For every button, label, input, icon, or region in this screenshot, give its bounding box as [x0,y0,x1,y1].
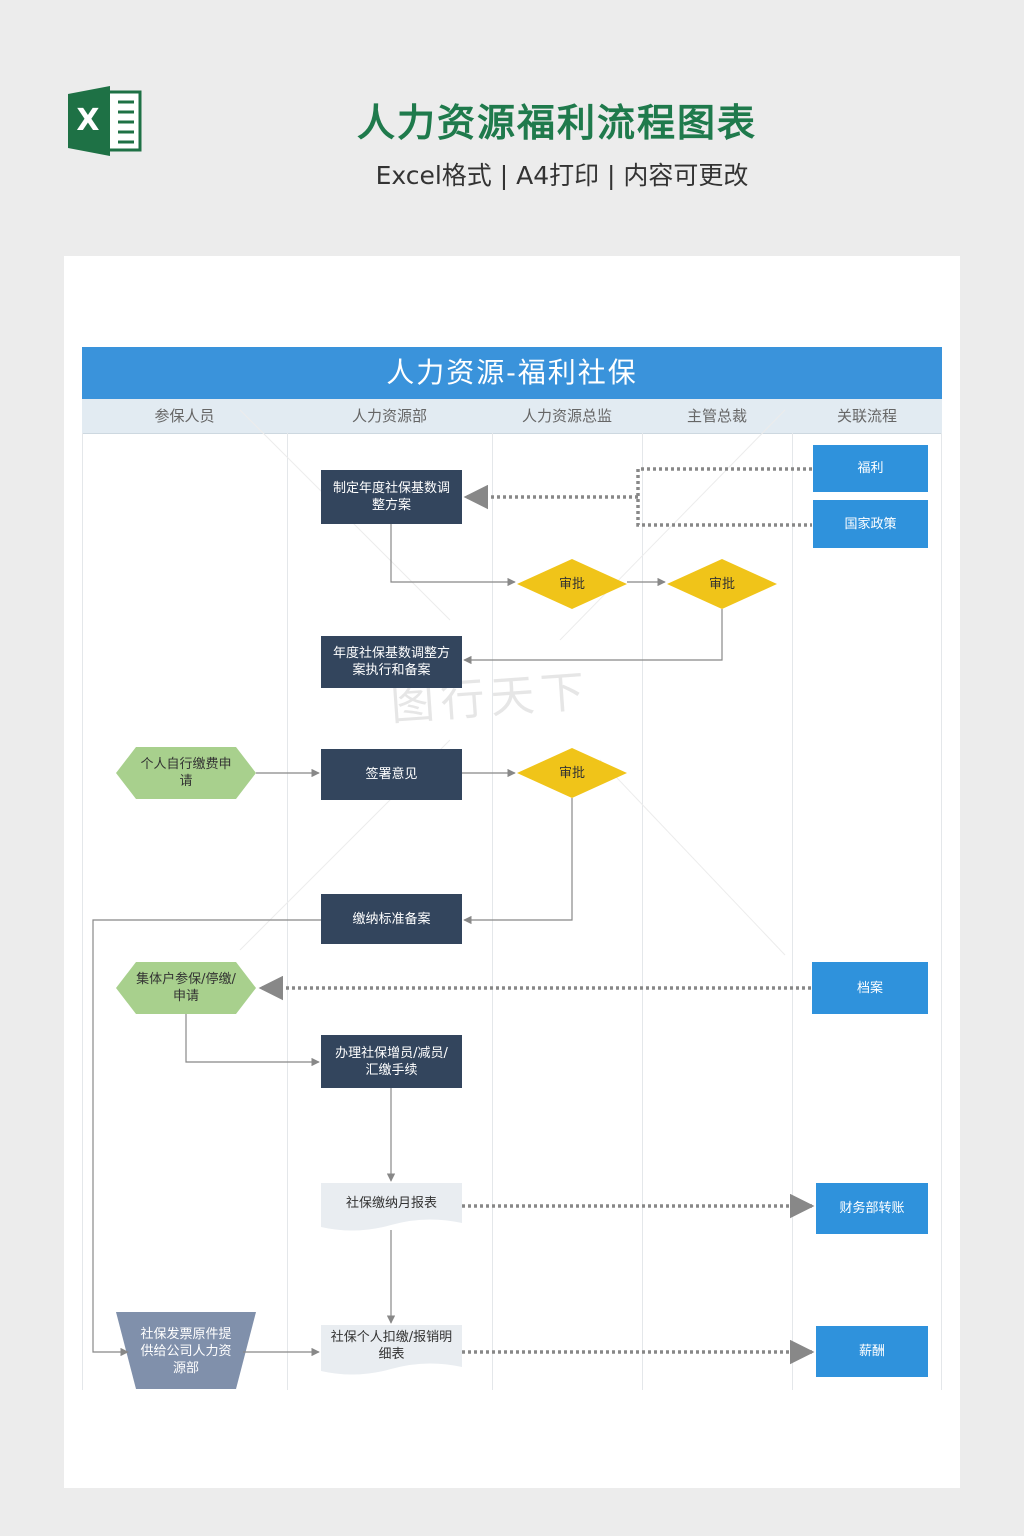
decision-diamond [667,559,777,609]
lane-label-related: 关联流程 [836,407,897,425]
start-hexagon [116,962,256,1014]
process-handle-procedures: 办理社保增员/减员/汇缴手续 [321,1035,462,1088]
related-finance-transfer: 财务部转账 [816,1183,928,1234]
watermark-line [599,759,786,956]
process-plan-adjustment: 制定年度社保基数调整方案 [321,470,462,524]
related-national-policy: 国家政策 [813,500,928,548]
start-personal-application: 个人自行缴费申请 [140,757,232,789]
page-subtitle: Excel格式 | A4打印 | 内容可更改 [375,161,749,190]
excel-icon: X [68,86,142,156]
process-sign-opinion: 签署意见 [321,749,462,800]
related-archive: 档案 [812,962,928,1014]
lane-label-president: 主管总裁 [686,407,747,425]
page-title: 人力资源福利流程图表 [356,101,757,145]
connector [463,609,723,665]
document-shape [321,1183,462,1231]
decision-approve-director-2: 审批 [558,765,585,781]
lane-divider [82,433,83,1390]
start-group-application: 集体户参保/停缴/申请 [136,972,236,1004]
chart-title: 人力资源-福利社保 [82,347,942,399]
document-deduction-detail: 社保个人扣缴/报销明细表 [330,1330,453,1362]
connector [92,919,321,1357]
lane-divider [287,433,288,1390]
related-welfare: 福利 [813,445,928,492]
lane-divider [941,433,942,1390]
lane-divider [492,433,493,1390]
lane-header: 参保人员 人力资源部 人力资源总监 主管总裁 关联流程 [82,399,942,434]
process-execute-filing: 年度社保基数调整方案执行和备案 [321,636,462,688]
lane-label-insured: 参保人员 [154,407,215,425]
process-standard-filing: 缴纳标准备案 [321,894,462,944]
sheet-background [64,256,960,1488]
lane-divider [792,433,793,1390]
lane-label-hr-director: 人力资源总监 [521,407,612,425]
connector [185,1014,320,1067]
document-monthly-report: 社保缴纳月报表 [345,1195,437,1211]
manual-operation-shape [116,1312,256,1389]
lane-divider [642,433,643,1390]
lane-label-hr: 人力资源部 [351,407,427,425]
decision-diamond [517,559,627,609]
start-hexagon [116,747,256,799]
decision-approve-president: 审批 [708,576,735,592]
manual-invoice-submission: 社保发票原件提供给公司人力资源部 [140,1326,232,1376]
related-salary: 薪酬 [816,1326,928,1377]
excel-logo-letter: X [76,103,99,138]
document-shape [321,1325,462,1375]
connector [463,798,573,925]
dotted-connector [636,467,812,527]
connector [390,524,516,587]
decision-approve-director: 审批 [558,576,585,592]
decision-diamond [517,748,627,798]
